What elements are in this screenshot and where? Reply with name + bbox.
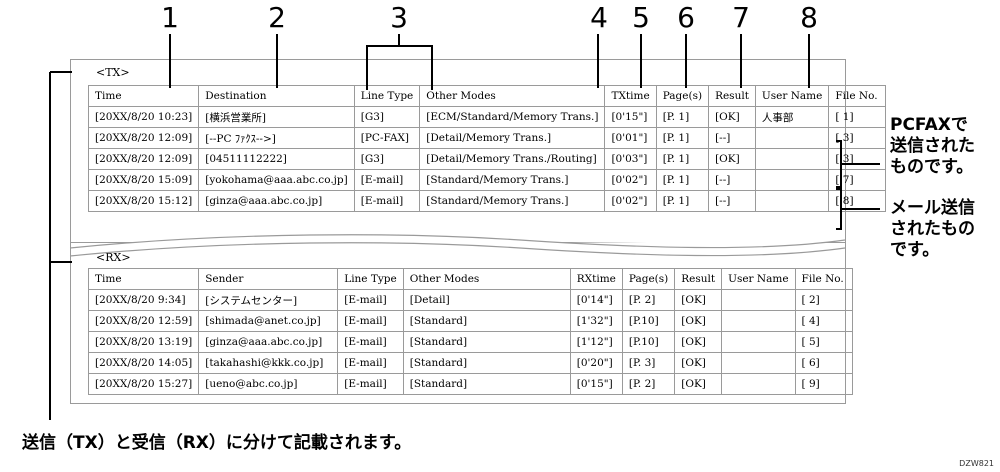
tx-cell: [PC-FAX] (353, 127, 421, 149)
tx-cell: [ 8] (828, 190, 887, 212)
tx-cell: [ginza@aaa.abc.co.jp] (198, 190, 355, 212)
wave-break (69, 234, 846, 249)
tx-cell: [0'03"] (604, 148, 657, 170)
pcfax-bracket (836, 140, 842, 188)
tx-cell: [OK] (708, 106, 756, 128)
rx-cell: [E-mail] (337, 373, 404, 395)
tx-cell: [P. 1] (655, 190, 710, 212)
tx-cell: [ECM/Standard/Memory Trans.] (419, 106, 606, 128)
rx-cell: [P. 3] (621, 352, 676, 374)
rx-section-label: <RX> (96, 251, 131, 264)
email-note-line-2: されたもの (890, 219, 975, 239)
tx-cell: [ 1] (828, 106, 887, 128)
pcfax-note-line-3: ものです。 (890, 157, 974, 177)
rx-cell: [Standard] (402, 373, 571, 395)
email-note-line-1: メール送信 (890, 198, 975, 218)
tx-cell: [0'15"] (604, 106, 657, 128)
tx-cell: [ 7] (828, 169, 887, 191)
tx-cell: [E-mail] (353, 190, 421, 212)
tx-section-label: <TX> (96, 66, 130, 79)
callout-number-6: 6 (677, 1, 695, 34)
tx-cell: [P. 1] (655, 169, 710, 191)
tx-cell (754, 190, 830, 212)
rx-cell: File No. (794, 268, 853, 290)
pcfax-note: PCFAXで 送信された ものです。 (890, 115, 975, 178)
callout-number-3: 3 (390, 1, 408, 34)
pcfax-note-line-2: 送信された (890, 136, 975, 156)
rx-cell: [P. 2] (621, 373, 676, 395)
rx-cell (721, 373, 796, 395)
email-note-line-3: です。 (890, 240, 940, 260)
tx-cell: [--] (708, 190, 756, 212)
tx-cell: [20XX/8/20 12:09] (87, 148, 200, 170)
tx-cell: [G3] (353, 106, 421, 128)
tx-cell: [Standard/Memory Trans.] (419, 169, 606, 191)
callout-number-2: 2 (268, 1, 286, 34)
tx-table-row: [20XX/8/20 15:12][ginza@aaa.abc.co.jp][E… (87, 190, 887, 212)
wave-break-lower (69, 242, 846, 257)
tx-cell: [Detail/Memory Trans./Routing] (419, 148, 606, 170)
rx-cell: [E-mail] (337, 352, 404, 374)
tx-table-row: [20XX/8/20 15:09][yokohama@aaa.abc.co.jp… (87, 169, 887, 191)
bottom-note: 送信（TX）と受信（RX）に分けて記載されます。 (22, 433, 412, 453)
callout-number-7: 7 (732, 1, 750, 34)
figure-code: DZW821 (959, 459, 994, 468)
rx-cell: [Detail] (402, 289, 571, 311)
rx-cell: [1'12"] (569, 331, 623, 353)
tx-cell: [20XX/8/20 15:09] (87, 169, 200, 191)
rx-cell: [20XX/8/20 15:27] (87, 373, 200, 395)
tx-cell: [yokohama@aaa.abc.co.jp] (198, 169, 355, 191)
rx-cell: [ 6] (794, 352, 853, 374)
tx-cell: [0'01"] (604, 127, 657, 149)
callout-number-1: 1 (161, 1, 179, 34)
rx-cell: [OK] (674, 373, 723, 395)
tx-cell: [Standard/Memory Trans.] (419, 190, 606, 212)
leader-bracket-3 (366, 45, 433, 90)
tx-table-row: [20XX/8/20 10:23][横浜営業所][G3][ECM/Standar… (87, 106, 887, 128)
tx-cell: [ 3] (828, 127, 887, 149)
rx-cell: [20XX/8/20 12:59] (87, 310, 200, 332)
rx-cell: [ 5] (794, 331, 853, 353)
rx-cell: [20XX/8/20 13:19] (87, 331, 200, 353)
tx-cell: TXtime (604, 85, 657, 107)
rx-cell: [OK] (674, 289, 723, 311)
tx-cell: [20XX/8/20 15:12] (87, 190, 200, 212)
rx-cell: [OK] (674, 331, 723, 353)
callout-number-5: 5 (632, 1, 650, 34)
rx-cell: [ueno@abc.co.jp] (198, 373, 339, 395)
rx-table-row: [20XX/8/20 15:27][ueno@abc.co.jp][E-mail… (87, 373, 853, 395)
tx-cell: Other Modes (419, 85, 606, 107)
callout-number-4: 4 (590, 1, 608, 34)
rx-cell: [P. 2] (621, 289, 676, 311)
rx-cell: [ 9] (794, 373, 853, 395)
tx-cell: [OK] (708, 148, 756, 170)
callout-number-8: 8 (800, 1, 818, 34)
tx-cell: [20XX/8/20 10:23] (87, 106, 200, 128)
tx-table-row: [20XX/8/20 12:09][--PC ﾌｧｸｽ-->][PC-FAX][… (87, 127, 887, 149)
rx-cell: [Standard] (402, 352, 571, 374)
tx-cell: User Name (754, 85, 830, 107)
rx-cell: Other Modes (402, 268, 571, 290)
email-note: メール送信 されたもの です。 (890, 198, 975, 261)
pcfax-note-line-1: PCFAXで (890, 115, 968, 135)
email-bracket (836, 188, 842, 230)
